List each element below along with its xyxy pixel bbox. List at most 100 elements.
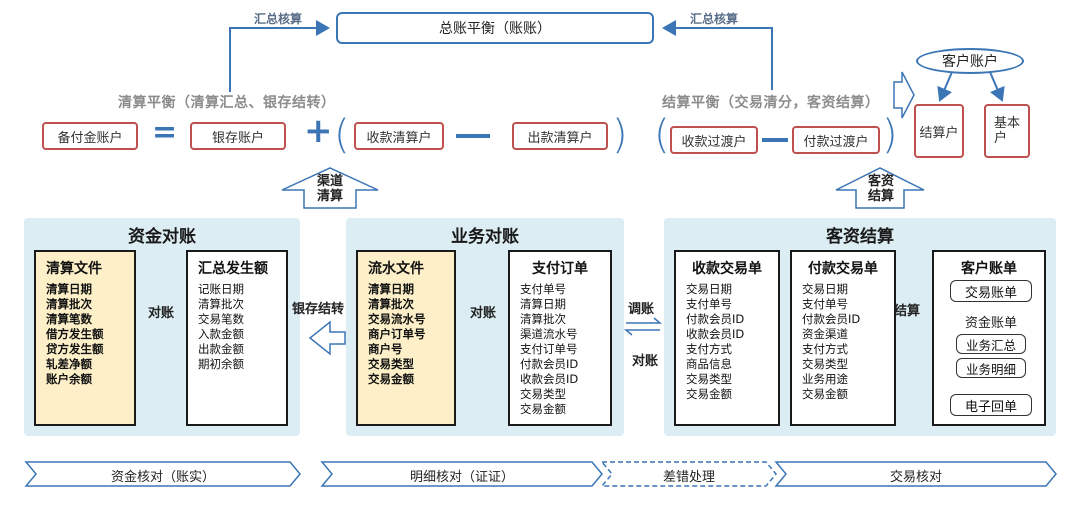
minus-sign-2 [762,138,788,142]
field-item: 商户订单号 [368,327,426,341]
brace-left-2: ( [654,112,670,158]
equals-sign: = [152,115,178,150]
plus-sign: + [304,111,333,151]
field-item: 清算笔数 [46,312,92,326]
field-item: 交易金额 [686,387,732,401]
field-item: 账户余额 [46,372,92,386]
clearing-file-card: 清算文件 清算日期清算批次清算笔数借方发生额贷方发生额轧差净额账户余额 [34,250,136,426]
field-item: 支付单号 [686,297,732,311]
pay-transit-box: 付款过渡户 [792,126,880,154]
customer-account-label: 客户账户 [942,54,998,70]
customer-account-ellipse: 客户账户 [916,48,1024,74]
field-item: 清算日期 [46,282,92,296]
bill-item-receipt: 电子回单 [950,394,1032,416]
adjust-label: 调账 [628,302,655,317]
field-item: 出款金额 [198,342,244,356]
general-ledger-label: 总账平衡（账账） [439,21,551,37]
settle-label: 结算 [894,304,921,319]
clearing-file-title: 清算文件 [46,261,102,277]
field-item: 轧差净额 [46,357,92,371]
bank-account-box: 银存账户 [190,122,286,150]
reconcile-label-between: 对账 [632,354,659,369]
field-item: 期初余额 [198,357,244,371]
field-item: 渠道流水号 [520,327,578,341]
bank-transfer-label: 银存结转 [292,302,345,317]
settle-account-box: 结算户 [914,104,964,158]
field-item: 付款会员ID [802,312,861,326]
field-item: 收款会员ID [686,327,745,341]
field-item: 付款会员ID [686,312,745,326]
step-fund-check: 资金核对（账实） [110,470,215,485]
field-item: 交易类型 [686,372,732,386]
clearing-balance-title: 清算平衡（清算汇总、银存结转） [118,95,336,111]
field-item: 交易日期 [802,282,848,296]
general-ledger-box: 总账平衡（账账） [336,12,654,44]
bill-item-fund: 资金账单 [964,316,1017,331]
field-item: 清算日期 [368,282,414,296]
client-settle-label: 客资结算 [867,174,894,204]
brace-right-1: ) [612,112,628,158]
field-item: 支付单号 [520,282,566,296]
client-settle-title: 客资结算 [826,227,894,247]
bill-item-trade: 交易账单 [950,280,1032,302]
field-item: 清算批次 [46,297,92,311]
field-item: 交易笔数 [198,312,244,326]
field-item: 业务用途 [802,372,848,386]
customer-bill-title: 客户账单 [961,261,1017,277]
business-reconcile-label: 对账 [470,306,497,321]
field-item: 付款会员ID [520,357,579,371]
field-item: 借方发生额 [46,327,104,341]
field-item: 支付订单号 [520,342,578,356]
field-item: 交易金额 [802,387,848,401]
collect-trade-title: 收款交易单 [692,261,762,277]
brace-left-1: ( [334,112,350,158]
field-item: 交易类型 [520,387,566,401]
step-error-handling: 差错处理 [662,470,715,485]
field-item: 清算日期 [520,297,566,311]
settlement-balance-title: 结算平衡（交易清分，客资结算） [662,95,880,111]
field-item: 入款金额 [198,327,244,341]
payment-order-title: 支付订单 [532,261,588,277]
field-item: 清算批次 [198,297,244,311]
field-item: 收款会员ID [520,372,579,386]
business-reconcile-title: 业务对账 [451,227,519,247]
summary-amount-title: 汇总发生额 [198,261,268,277]
summary-label-left: 汇总核算 [254,12,303,26]
collect-transit-box: 收款过渡户 [670,126,758,154]
channel-clearing-label: 渠道清算 [316,174,343,204]
summary-amount-card: 汇总发生额 记账日期清算批次交易笔数入款金额出款金额期初余额 [186,250,288,426]
step-detail-check: 明细核对（证证） [409,470,514,485]
field-item: 支付单号 [802,297,848,311]
field-item: 交易金额 [520,402,566,416]
field-item: 清算批次 [520,312,566,326]
field-item: 交易流水号 [368,312,426,326]
field-item: 交易金额 [368,372,414,386]
field-item: 交易类型 [802,357,848,371]
fund-reconcile-label: 对账 [148,306,175,321]
fund-reconcile-title: 资金对账 [128,227,196,247]
field-item: 交易日期 [686,282,732,296]
collect-clearing-box: 收款清算户 [354,122,444,150]
field-item: 支付方式 [686,342,732,356]
summary-amount-fields: 记账日期清算批次交易笔数入款金额出款金额期初余额 [188,282,286,372]
clearing-file-fields: 清算日期清算批次清算笔数借方发生额贷方发生额轧差净额账户余额 [36,282,134,387]
field-item: 商户号 [368,342,403,356]
basic-account-box: 基本户 [984,104,1030,158]
flow-file-card: 流水文件 清算日期清算批次交易流水号商户订单号商户号交易类型交易金额 [356,250,456,426]
minus-sign-1 [456,134,490,138]
field-item: 记账日期 [198,282,244,296]
field-item: 交易类型 [368,357,414,371]
step-trade-check: 交易核对 [889,470,942,485]
bill-item-summary: 业务汇总 [956,334,1026,354]
reserve-account-box: 备付金账户 [42,122,138,150]
field-item: 资金渠道 [802,327,848,341]
flow-file-title: 流水文件 [368,261,424,277]
bill-item-detail: 业务明细 [956,358,1026,378]
field-item: 清算批次 [368,297,414,311]
brace-right-2: ) [882,112,898,158]
payout-clearing-box: 出款清算户 [512,122,608,150]
